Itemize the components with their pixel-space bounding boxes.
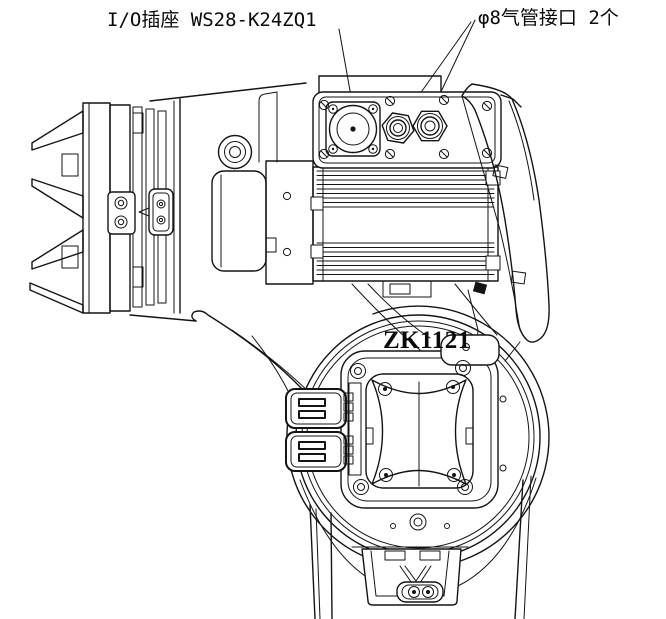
flange-fork-fingers [29,110,84,314]
cable-connector-lower [285,431,354,472]
cable-connectors [285,382,362,476]
side-cover [461,83,550,343]
gearbox-emblem [217,134,253,170]
io-socket-label: I/O插座 WS28-K24ZQ1 [107,9,317,31]
air-fitting-label: φ8气管接口 2个 [478,7,619,29]
base-clevis [351,546,469,606]
air-fitting-right [412,110,448,142]
air-fitting-left [381,112,415,144]
motor-rib-lines [316,170,495,275]
cable-connector-upper [285,388,354,429]
part-number-label: ZK1121 [383,327,471,354]
base-connector [396,581,444,603]
joint-mounting-plate [340,334,507,531]
motor-mount-bracket [211,160,314,285]
arm-joint-transition [351,281,521,362]
io-socket [325,101,381,157]
base-legs [299,475,537,619]
flange-screw-bracket [107,188,174,236]
connector-plate [312,75,502,169]
plate-screws [318,94,493,160]
motor-body [310,166,501,298]
plate-corner-screws [350,360,473,495]
